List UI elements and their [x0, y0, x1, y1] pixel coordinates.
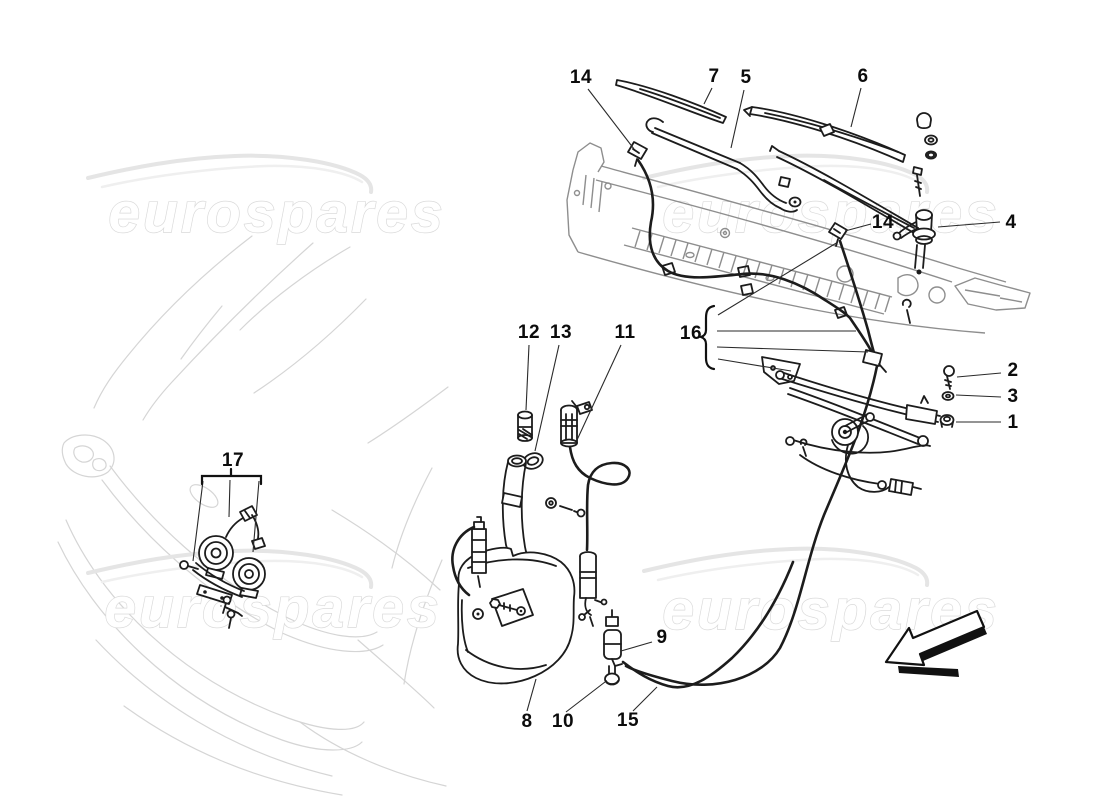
wiper-pivot-assembly — [892, 112, 938, 275]
direction-arrow — [884, 609, 987, 677]
hose-connector-10 — [604, 665, 620, 686]
filler-cap-12 — [517, 410, 533, 442]
bolt-2 — [943, 365, 955, 390]
neck-clamp-hardware — [501, 492, 586, 518]
linkage-fasteners — [939, 365, 955, 428]
linkage-right-pivot — [905, 404, 938, 425]
cowl-panel — [566, 142, 1031, 334]
leader-lines — [192, 87, 1002, 713]
pivot-cap — [916, 112, 932, 130]
watermark-text: eurospares — [108, 181, 445, 245]
watermark-swooshes — [86, 153, 930, 589]
watermark-text: eurospares — [662, 181, 999, 245]
brace-16 — [697, 304, 716, 371]
callout-15: 15 — [616, 710, 640, 731]
watermark-text: eurospares — [662, 578, 999, 642]
reservoir-8 — [456, 546, 576, 685]
callout-4: 4 — [1005, 212, 1017, 233]
wiper-linkage-motor — [761, 356, 941, 496]
horns-assembly-17 — [179, 505, 266, 629]
filler-neck — [501, 454, 531, 561]
callout-12: 12 — [517, 322, 541, 343]
cowl-clip-14-left — [627, 141, 648, 167]
installed-wiper-arm — [769, 145, 919, 234]
washer-nozzle — [862, 298, 912, 373]
callout-1: 1 — [1007, 412, 1019, 433]
callout-9: 9 — [656, 627, 668, 648]
callout-6: 6 — [857, 66, 869, 87]
washer-hose-system — [624, 141, 912, 687]
callout-5: 5 — [740, 67, 752, 88]
callout-14-right: 14 — [871, 212, 895, 233]
callout-brackets — [200, 304, 716, 486]
callout-8: 8 — [521, 711, 533, 732]
washer-hose-long-loop — [624, 364, 879, 687]
wiper-arm-5 — [645, 117, 802, 213]
callout-11: 11 — [614, 322, 636, 343]
washer-reservoir-system — [451, 400, 795, 689]
callout-17: 17 — [221, 450, 245, 471]
watermark-text: eurospares — [104, 576, 441, 640]
horn-screws — [179, 560, 243, 629]
washer-3 — [941, 391, 955, 401]
level-sensor — [451, 516, 487, 597]
wiper-blade-6 — [743, 106, 906, 163]
washer-pump-11 — [560, 400, 631, 552]
callout-7: 7 — [708, 66, 720, 87]
car-outline-sketch — [57, 235, 449, 796]
horn-wire-connectors — [225, 505, 266, 550]
callout-13: 13 — [549, 322, 573, 343]
pivot-bolt — [912, 166, 923, 197]
inline-pump — [578, 551, 608, 627]
washer-hose-15 — [621, 560, 795, 689]
callout-2: 2 — [1007, 360, 1019, 381]
hose-clips — [661, 262, 848, 319]
washer-hose-cowl-run — [636, 158, 876, 358]
motor-wire-connector — [845, 444, 922, 496]
callout-10: 10 — [551, 711, 575, 732]
wiper-spindle-4 — [892, 209, 936, 275]
bracket-17 — [200, 467, 263, 486]
washer-hose-clip-branch — [838, 239, 877, 358]
callout-3: 3 — [1007, 386, 1019, 407]
washer-pump-9 — [603, 609, 623, 667]
wiper-blade-7 — [615, 79, 727, 124]
callout-16: 16 — [679, 323, 703, 344]
wiper-blades-and-arms — [615, 79, 919, 234]
nut-1 — [939, 414, 955, 428]
callout-14-top: 14 — [569, 67, 593, 88]
